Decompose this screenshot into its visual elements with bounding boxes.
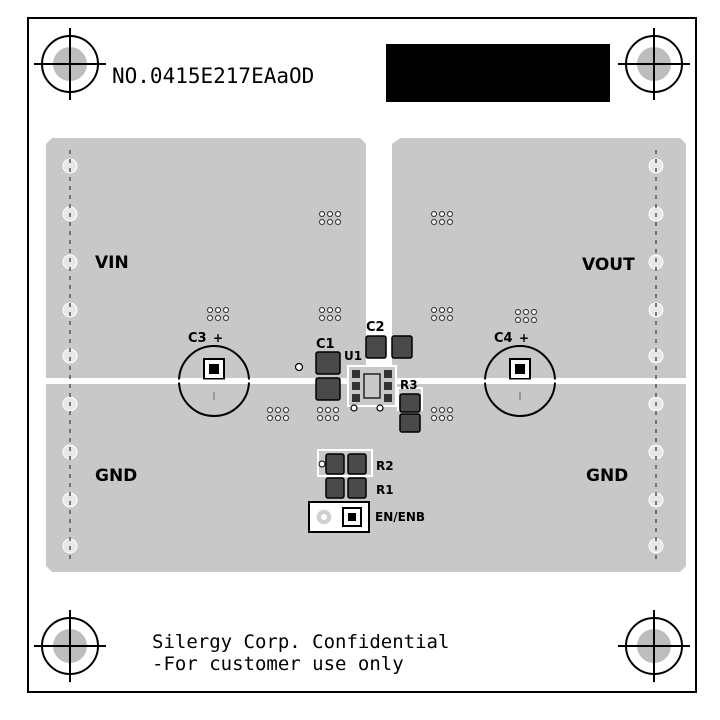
part-number-label: NO.0415E217EAaOD	[112, 64, 314, 88]
c3-plus: +	[213, 331, 223, 345]
r3-label: R3	[400, 378, 418, 392]
capacitor-c2: C2	[365, 320, 413, 359]
c4-plus: +	[519, 331, 529, 345]
c1-label: C1	[316, 337, 335, 352]
vout-label: VOUT	[582, 255, 635, 275]
gnd-right-label: GND	[586, 466, 628, 486]
ic-u1: U1	[344, 349, 397, 412]
mount-hole-top-left	[34, 28, 106, 100]
header-en-enb: EN/ENB	[308, 501, 425, 533]
mount-hole-top-right	[618, 28, 690, 100]
resistor-r2: R2	[317, 449, 394, 477]
vout-pour	[392, 138, 686, 378]
resistor-r3: R3	[397, 378, 423, 433]
vin-pour	[46, 138, 366, 378]
vin-label: VIN	[95, 253, 129, 273]
r1-label: R1	[376, 483, 394, 497]
resistor-r1: R1	[325, 477, 394, 499]
via-groups	[206, 210, 538, 422]
confidential-line-2: -For customer use only	[152, 653, 404, 675]
mount-hole-bottom-right	[618, 610, 690, 682]
r2-label: R2	[376, 459, 394, 473]
c2-label: C2	[366, 320, 385, 335]
u1-label: U1	[344, 349, 362, 363]
test-via	[294, 362, 304, 372]
c3-label: C3	[188, 331, 207, 346]
en-enb-label: EN/ENB	[375, 510, 425, 524]
mount-hole-bottom-left	[34, 610, 106, 682]
gnd-left-label: GND	[95, 466, 137, 486]
c4-label: C4	[494, 331, 513, 346]
redaction-block	[386, 44, 610, 102]
capacitor-c1: C1	[315, 337, 341, 401]
confidential-line-1: Silergy Corp. Confidential	[152, 631, 449, 653]
